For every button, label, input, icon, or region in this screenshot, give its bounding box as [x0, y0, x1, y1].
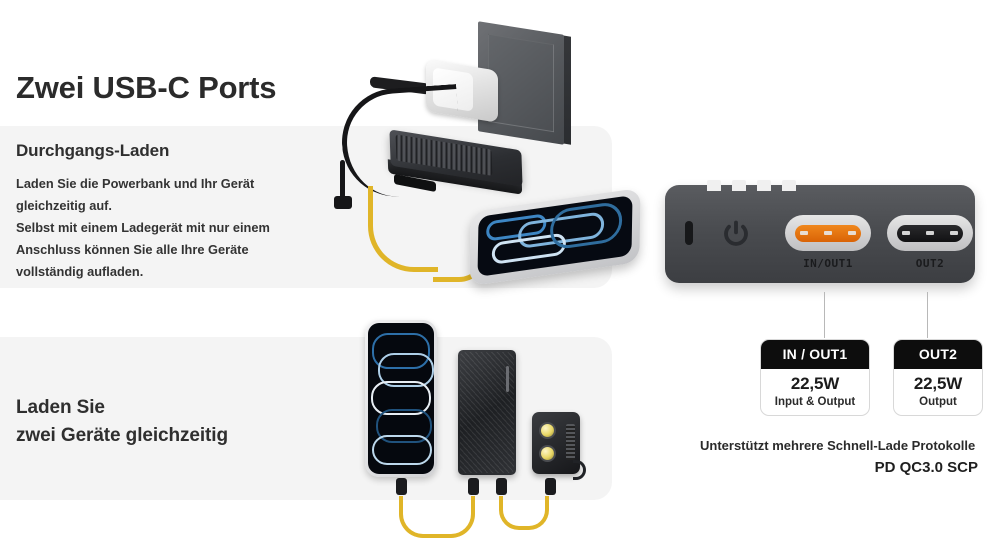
port-pin	[950, 231, 958, 235]
connector-line-port2	[927, 292, 928, 338]
port-pin	[926, 231, 934, 235]
wallpaper-shape	[549, 200, 623, 251]
port-bezel	[887, 215, 973, 251]
port-pin	[848, 231, 856, 235]
battery-led-indicators	[707, 180, 796, 191]
power-button-icon	[721, 218, 751, 249]
cable-plug	[545, 478, 556, 495]
spec-card-power: 22,5W	[913, 374, 963, 393]
port-bezel	[785, 215, 871, 251]
led-indicator	[757, 180, 771, 191]
illustration-passthrough-charging	[330, 10, 660, 295]
yellow-cable	[368, 186, 438, 272]
subhead-line: Laden Sie	[16, 397, 105, 418]
powerbank-icon	[458, 350, 516, 475]
body-line: Laden Sie die Powerbank und Ihr Gerät	[16, 176, 255, 191]
powerbank-device: IN/OUT1 OUT2	[665, 180, 975, 283]
wallpaper-shape	[378, 353, 434, 387]
spec-card-note: Output	[919, 396, 957, 408]
powerbank-texture	[460, 352, 514, 473]
connector-line-port1	[824, 292, 825, 338]
body-line: vollständig aufladen.	[16, 264, 144, 279]
smartphone-icon	[469, 187, 641, 287]
wallpaper-shape	[372, 333, 430, 369]
port-pin	[824, 231, 832, 235]
spec-card-title: IN / OUT1	[761, 340, 869, 369]
section-one-body: Laden Sie die Powerbank und Ihr Gerät gl…	[16, 173, 346, 283]
smartphone-screen	[477, 195, 633, 277]
wallpaper-shape	[376, 409, 432, 443]
page-title: Zwei USB-C Ports	[16, 70, 277, 105]
headlamp-led	[539, 422, 556, 439]
body-line: gleichzeitig auf.	[16, 198, 112, 213]
port-pin	[800, 231, 808, 235]
headlamp-clip	[573, 460, 586, 480]
spec-card-title: OUT2	[894, 340, 982, 369]
headlamp-grip	[566, 424, 575, 460]
cable-plug	[496, 478, 507, 495]
led-indicator	[732, 180, 746, 191]
subhead-line: zwei Geräte gleichzeitig	[16, 424, 228, 446]
lanyard-slot	[685, 221, 693, 245]
port-label-in-out1: IN/OUT1	[803, 257, 853, 270]
body-line: Selbst mit einem Ladegerät mit nur einem	[16, 220, 270, 235]
usb-c-port-in-out1: IN/OUT1	[785, 215, 871, 270]
yellow-cable	[399, 496, 475, 538]
cable-plug	[396, 478, 407, 495]
illustration-dual-charging	[330, 300, 660, 543]
usb-c-connector	[897, 224, 963, 242]
headlamp-led	[539, 445, 556, 462]
wallpaper-shape	[371, 381, 431, 415]
spec-card-power: 22,5W	[790, 374, 840, 393]
led-indicator	[707, 180, 721, 191]
black-cable-tail	[340, 160, 345, 206]
spec-card-note: Input & Output	[774, 396, 856, 408]
black-cable-connector	[334, 196, 352, 209]
wallpaper-shape	[372, 435, 432, 465]
protocol-description: Unterstützt mehrere Schnell-Lade Protoko…	[700, 438, 976, 453]
usb-c-port-out2: OUT2	[887, 215, 973, 270]
protocol-list: PD QC3.0 SCP	[874, 459, 978, 476]
spec-card-out2: OUT2 22,5W Output	[893, 339, 983, 416]
smartphone-screen	[368, 323, 434, 474]
powerbank-logo	[506, 366, 509, 392]
usb-c-connector	[795, 224, 861, 242]
cable-plug	[468, 478, 479, 495]
headlamp-icon	[532, 412, 580, 474]
port-pin	[902, 231, 910, 235]
port-label-out2: OUT2	[915, 257, 945, 270]
yellow-cable	[499, 496, 549, 530]
spec-card-in-out1: IN / OUT1 22,5W Input & Output	[760, 339, 870, 416]
body-line: Anschluss können Sie alle Ihre Geräte	[16, 242, 249, 257]
section-one-subhead: Durchgangs-Laden	[16, 141, 170, 160]
smartphone-icon	[365, 320, 437, 477]
led-indicator	[782, 180, 796, 191]
section-two-subhead: Laden Sie zwei Geräte gleichzeitig	[16, 394, 336, 449]
